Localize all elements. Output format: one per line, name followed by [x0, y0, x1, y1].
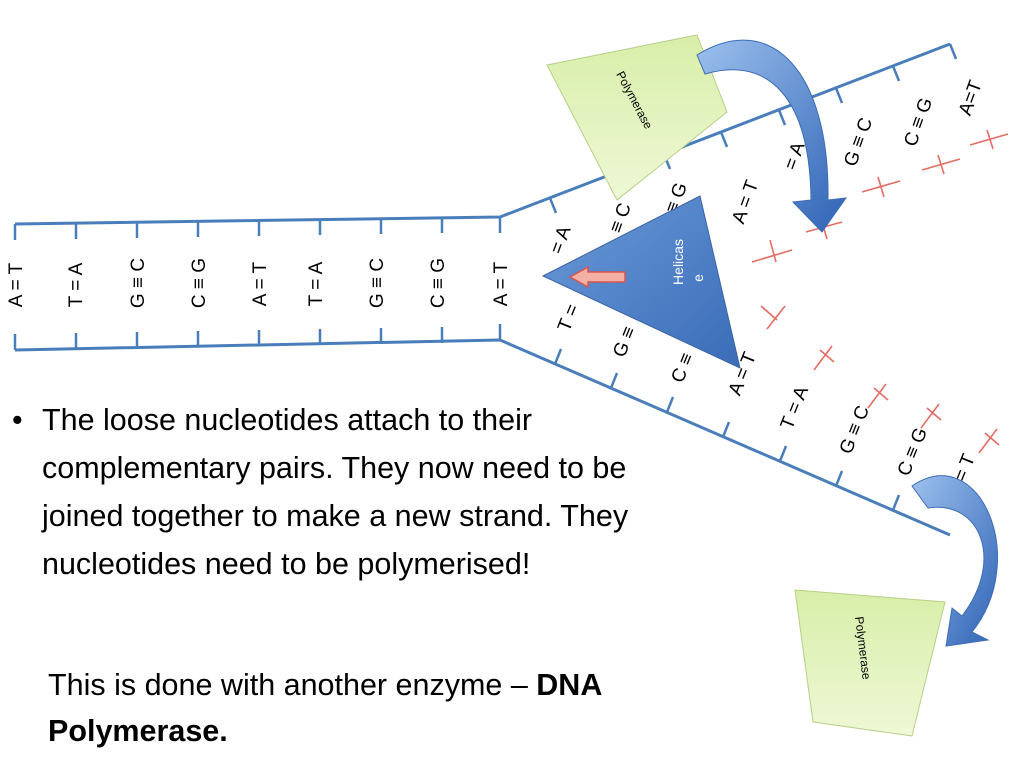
helicase-label-line2: e — [690, 274, 706, 282]
helicase-label-line1: Helicas — [670, 239, 686, 285]
base-pair-label: T = A — [777, 383, 813, 432]
left-arrow-icon — [568, 265, 626, 289]
base-pair-label: A = T — [728, 177, 763, 226]
base-pair-label: G ≡ — [609, 324, 640, 361]
polymerase-top: Polymerase — [546, 34, 728, 201]
left-base-pairs: A = T T = A G ≡ C C ≡ G A = T T = A G ≡ … — [6, 258, 512, 308]
footer-statement: This is done with another enzyme – DNA P… — [48, 662, 748, 754]
curved-arrow-bottom — [911, 475, 998, 647]
bullet-symbol: • — [12, 403, 23, 437]
helicase: Helicas e — [541, 195, 741, 369]
curved-arrow-top — [696, 39, 848, 233]
base-pair-label: G ≡ C — [836, 403, 874, 457]
base-pair-label: C ≡ G — [428, 258, 449, 308]
new-nucleotides-lower — [760, 305, 1000, 454]
base-pair-label: T = A — [306, 261, 327, 306]
base-pair-label: G ≡ C — [367, 258, 388, 308]
polymerase-bottom: Polymerase — [794, 589, 946, 737]
base-pair-label: A = T — [491, 261, 512, 306]
footer-intro-text: This is done with another enzyme – — [48, 668, 537, 702]
base-pair-label: C ≡ G — [189, 258, 210, 308]
base-pair-label: T = — [554, 301, 584, 334]
base-pair-label: A=T — [955, 78, 987, 119]
base-pair-label: T = A — [66, 262, 87, 307]
base-pair-label: C ≡ — [668, 350, 699, 386]
base-pair-label: = A — [546, 223, 575, 257]
base-pair-label: A = T — [250, 261, 271, 306]
base-pair-label: A = T — [6, 262, 27, 307]
left-rungs — [13, 217, 502, 350]
bullet-body-text: The loose nucleotides attach to their co… — [42, 403, 629, 581]
base-pair-label: C ≡ G — [900, 95, 937, 149]
new-nucleotides-upper — [751, 129, 1009, 263]
base-pair-label: C ≡ G — [894, 425, 932, 479]
footer-bold-text: DNA Polymerase. — [48, 668, 602, 748]
bullet-point: • The loose nucleotides attach to their … — [12, 396, 672, 588]
base-pair-label: G ≡ C — [840, 115, 877, 169]
base-pair-label: G ≡ C — [128, 258, 149, 308]
